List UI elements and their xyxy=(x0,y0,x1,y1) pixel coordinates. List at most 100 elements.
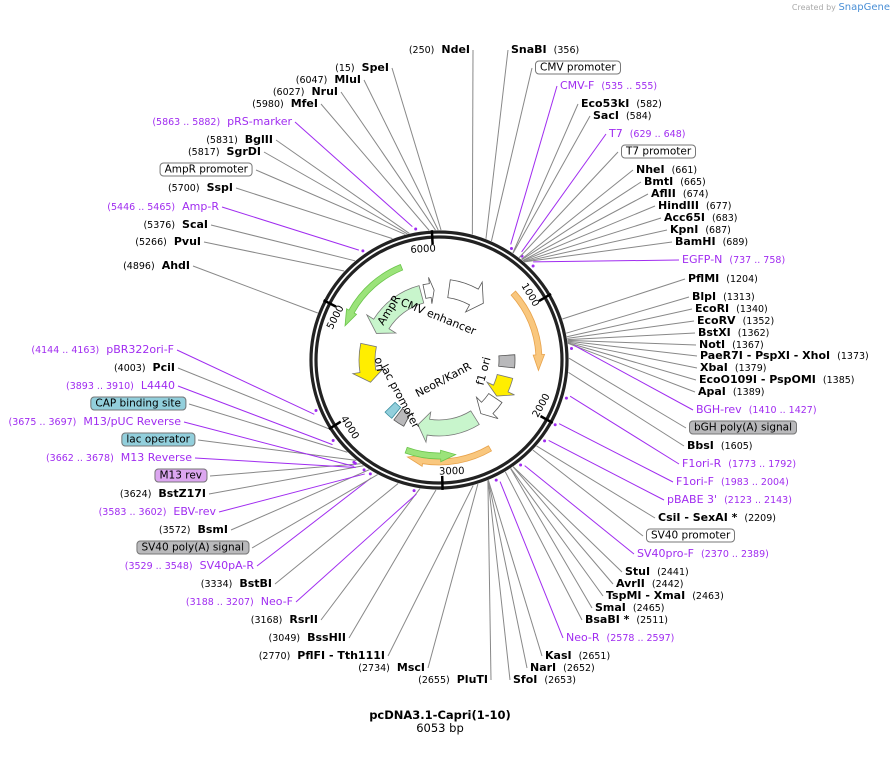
primer-label[interactable]: (3188 .. 3207)Neo-F xyxy=(186,595,293,609)
enzyme-label[interactable]: NheI(661) xyxy=(636,163,704,177)
enzyme-label[interactable]: AvrII(2442) xyxy=(616,577,691,591)
enzyme-label[interactable]: (3624)BstZ17I xyxy=(120,487,206,501)
enzyme-label[interactable]: (4003)PciI xyxy=(114,361,175,375)
label-name: ScaI xyxy=(182,218,208,231)
enzyme-label[interactable]: EcoRI(1340) xyxy=(695,302,775,316)
leader-line xyxy=(504,471,583,621)
enzyme-label[interactable]: BbsI(1605) xyxy=(687,439,760,453)
enzyme-label[interactable]: SmaI(2465) xyxy=(595,601,672,615)
enzyme-label[interactable]: (2734)MscI xyxy=(358,661,425,675)
enzyme-label[interactable]: ApaI(1389) xyxy=(698,385,772,399)
label-name: BmtI xyxy=(644,175,674,188)
enzyme-label[interactable]: (5980)MfeI xyxy=(252,97,318,111)
feature-label[interactable]: T7 promoter xyxy=(621,144,697,159)
enzyme-label[interactable]: PflMI(1204) xyxy=(688,272,765,286)
feature-label[interactable]: AmpR promoter xyxy=(159,162,253,177)
enzyme-label[interactable]: (3049)BssHII xyxy=(269,631,346,645)
enzyme-label[interactable]: (5700)SspI xyxy=(168,181,233,195)
primer-label[interactable]: SV40pro-F(2370 .. 2389) xyxy=(637,547,776,561)
enzyme-label[interactable]: Eco53kI(582) xyxy=(581,97,669,111)
primer-label[interactable]: pBABE 3'(2123 .. 2143) xyxy=(667,493,799,507)
primer-label[interactable]: T7(629 .. 648) xyxy=(609,127,692,141)
enzyme-label[interactable]: (3572)BsmI xyxy=(159,523,228,537)
feature-label[interactable]: CAP binding site xyxy=(90,396,186,411)
primer-label[interactable]: CMV-F(535 .. 555) xyxy=(560,79,664,93)
label-name: SspI xyxy=(206,181,233,194)
primer-label[interactable]: (4144 .. 4163)pBR322ori-F xyxy=(31,343,174,357)
primer-label[interactable]: F1ori-R(1773 .. 1792) xyxy=(682,457,803,471)
enzyme-label[interactable]: BstXI(1362) xyxy=(698,326,776,340)
enzyme-label[interactable]: CsiI - SexAI *(2209) xyxy=(658,511,783,525)
enzyme-label[interactable]: (3168)RsrII xyxy=(251,613,318,627)
enzyme-label[interactable]: (4896)AhdI xyxy=(123,259,190,273)
feature-label[interactable]: CMV promoter xyxy=(535,60,621,75)
enzyme-label[interactable]: HindIII(677) xyxy=(658,199,739,213)
enzyme-label[interactable]: BamHI(689) xyxy=(675,235,755,249)
label-position: (3049) xyxy=(268,633,301,644)
primer-label[interactable]: (3662 .. 3678)M13 Reverse xyxy=(46,451,192,465)
leader-line xyxy=(188,403,348,453)
primer-label[interactable]: (3893 .. 3910) L4440 xyxy=(66,379,175,393)
enzyme-label[interactable]: NotI(1367) xyxy=(699,338,771,352)
label-position: (1367) xyxy=(732,340,764,351)
primer-label[interactable]: F1ori-F(1983 .. 2004) xyxy=(676,475,796,489)
enzyme-label[interactable]: (3334)BstBI xyxy=(201,577,272,591)
enzyme-label[interactable]: BlpI(1313) xyxy=(692,290,762,304)
enzyme-label[interactable]: BmtI(665) xyxy=(644,175,713,189)
enzyme-label[interactable]: (2655)PluTI xyxy=(418,673,488,687)
enzyme-label[interactable]: (15)SpeI xyxy=(335,61,389,75)
feature-label[interactable]: SV40 poly(A) signal xyxy=(136,540,249,555)
leader-line xyxy=(387,485,474,657)
primer-label[interactable]: Neo-R(2578 .. 2597) xyxy=(566,631,681,645)
label-name: MluI xyxy=(334,73,361,86)
feature-label[interactable]: lac operator xyxy=(121,432,195,447)
label-position: (3893 .. 3910) xyxy=(66,381,134,392)
label-name: MscI xyxy=(396,661,425,674)
leader-line xyxy=(521,133,607,253)
leader-line xyxy=(512,115,591,254)
enzyme-label[interactable]: AflII(674) xyxy=(651,187,715,201)
enzyme-label[interactable]: SfoI(2653) xyxy=(513,673,583,687)
feature-label[interactable]: M13 rev xyxy=(154,468,207,483)
primer-label[interactable]: (5863 .. 5882)pRS-marker xyxy=(152,115,292,129)
enzyme-label[interactable]: (5817)SgrDI xyxy=(188,145,261,159)
primer-label[interactable]: (3529 .. 3548)SV40pA-R xyxy=(125,559,254,573)
label-name: NdeI xyxy=(441,43,470,56)
enzyme-label[interactable]: (5376)ScaI xyxy=(143,218,208,232)
sv40-promoter-arrow xyxy=(475,392,503,420)
enzyme-label[interactable]: StuI(2441) xyxy=(625,565,696,579)
enzyme-label[interactable]: (6047)MluI xyxy=(296,73,361,87)
enzyme-label[interactable]: SacI(584) xyxy=(593,109,659,123)
leader-line xyxy=(251,474,378,549)
enzyme-label[interactable]: NarI(2652) xyxy=(530,661,602,675)
enzyme-label[interactable]: KasI(2651) xyxy=(545,649,617,663)
enzyme-label[interactable]: BsaBI *(2511) xyxy=(585,613,675,627)
primer-label[interactable]: (5446 .. 5465)Amp-R xyxy=(107,200,219,214)
enzyme-label[interactable]: XbaI(1379) xyxy=(700,361,773,375)
leader-line xyxy=(263,151,408,235)
label-name: L4440 xyxy=(140,379,175,392)
enzyme-label[interactable]: EcoO109I - PspOMI(1385) xyxy=(699,373,862,387)
feature-label[interactable]: bGH poly(A) signal xyxy=(689,420,798,435)
primer-label[interactable]: BGH-rev(1410 .. 1427) xyxy=(696,403,824,417)
enzyme-label[interactable]: (2770)PflFI - Tth111I xyxy=(259,649,385,663)
primer-label[interactable]: (3583 .. 3602)EBV-rev xyxy=(99,505,216,519)
enzyme-label[interactable]: (5831)BglII xyxy=(206,133,273,147)
primer-label[interactable]: EGFP-N(737 .. 758) xyxy=(682,253,792,267)
tick-mark xyxy=(328,420,342,431)
enzyme-label[interactable]: SnaBI(356) xyxy=(511,43,586,57)
primer-label[interactable]: (3675 .. 3697)M13/pUC Reverse xyxy=(9,415,181,429)
enzyme-label[interactable]: TspMI - XmaI(2463) xyxy=(606,589,731,603)
enzyme-label[interactable]: (250)NdeI xyxy=(409,43,470,57)
enzyme-label[interactable]: EcoRV(1352) xyxy=(697,314,781,328)
label-name: SacI xyxy=(593,109,619,122)
feature-label[interactable]: SV40 promoter xyxy=(646,528,736,543)
enzyme-label[interactable]: Acc65I(683) xyxy=(664,211,745,225)
enzyme-label[interactable]: (6027)NruI xyxy=(273,85,338,99)
leader-line xyxy=(208,465,364,495)
enzyme-label[interactable]: PaeR7I - PspXI - XhoI(1373) xyxy=(700,349,876,363)
label-name: BsmI xyxy=(197,523,229,536)
label-position: (5446 .. 5465) xyxy=(107,202,176,213)
enzyme-label[interactable]: (5266)PvuI xyxy=(135,235,201,249)
enzyme-label[interactable]: KpnI(687) xyxy=(670,223,738,237)
